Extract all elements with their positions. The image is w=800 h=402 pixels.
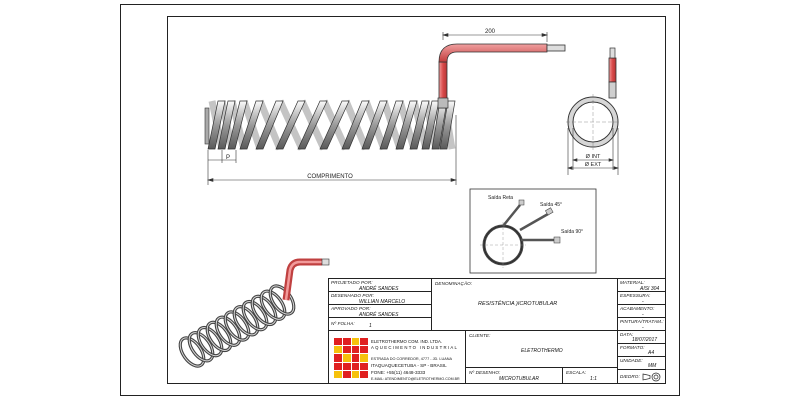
cell-projetado: PROJETADO POR: ANDRÉ SANDES: [328, 278, 432, 292]
desenho-label: Nº DESENHO:: [469, 370, 501, 375]
escala-label: ESCALA:: [566, 370, 587, 375]
cell-desenhado: DESENHADO POR: WILLIAN MARCELO: [328, 291, 432, 305]
denominacao-label: DENOMINAÇÃO:: [435, 281, 473, 286]
coil-isometric-view: [178, 284, 296, 368]
unidade-label: UNIDADE:: [620, 358, 643, 363]
cell-denominacao: DENOMINAÇÃO: RESISTÊNCIA )ICROTUBULAR: [431, 278, 618, 331]
acabamento-value: -: [642, 312, 644, 318]
company-tagline: AQUECIMENTO INDUSTRIAL: [371, 345, 459, 350]
unidade-value: MM: [648, 363, 657, 369]
diedro-label: DIEDRO:: [620, 374, 640, 379]
title-block: PROJETADO POR: ANDRÉ SANDES DESENHADO PO…: [328, 278, 666, 384]
cell-escala: ESCALA: 1:1: [562, 367, 618, 384]
aprovado-value: ANDRÉ SANDES: [359, 312, 399, 318]
formato-value: A4: [648, 350, 655, 356]
dimension-200-label: 200: [485, 29, 496, 35]
company-phone: FONE: +55(11) 4648-3333: [371, 370, 426, 375]
cell-acabamento: ACABAMENTO: -: [617, 304, 666, 318]
data-value: 18/07/2017: [632, 337, 658, 343]
desenhado-value: WILLIAN MARCELO: [359, 299, 406, 305]
cliente-value: ELETROTHERMO: [521, 348, 563, 354]
desenhado-label: DESENHADO POR:: [331, 293, 375, 298]
projetado-label: PROJETADO POR:: [331, 280, 373, 285]
detail-outlet-variants: [480, 199, 561, 268]
formato-label: FORMATO:: [620, 345, 645, 350]
cell-cliente: CLIENTE: ELETROTHERMO: [465, 330, 618, 368]
detail-saida-45: Saída 45°: [540, 202, 562, 208]
company-logo: [334, 338, 368, 378]
cell-pintura: PINTURA/TRATAM.: -: [617, 317, 666, 331]
cell-data: DATA: 18/07/2017: [617, 330, 666, 344]
pintura-value: -: [642, 325, 644, 331]
material-value: AISI 304: [640, 286, 660, 292]
aprovado-label: APROVADO POR:: [331, 306, 371, 311]
end-view-dimensions: [567, 128, 619, 175]
dimension-int-label: Ø INT: [586, 154, 601, 160]
cell-aprovado: APROVADO POR: ANDRÉ SANDES: [328, 304, 432, 318]
drawing-sheet-border: [120, 4, 680, 396]
company-name: ELETROTHERMO COM. IND. LTDA.: [371, 339, 443, 344]
espessura-value: -: [642, 299, 644, 305]
cell-material: MATERIAL: AISI 304: [617, 278, 666, 292]
isometric-lead: [282, 258, 330, 301]
company-email: E-MAIL: ATENDIMENTO@ELETROTHERMO.COM.BR: [371, 377, 460, 381]
folha-value: 1: [369, 323, 372, 329]
cell-espessura: ESPESSURA: -: [617, 291, 666, 305]
dimension-pitch-label: P: [226, 155, 230, 161]
coil-side-view: [204, 99, 456, 151]
cell-company: ELETROTHERMO COM. IND. LTDA. AQUECIMENTO…: [328, 330, 466, 384]
cell-diedro: DIEDRO:: [617, 369, 666, 384]
denominacao-value: RESISTÊNCIA )ICROTUBULAR: [478, 301, 558, 307]
company-address: ESTRADA DO CORREDOR, 4777 - JD. LUANA: [371, 357, 453, 361]
coil-end-view: [566, 47, 620, 150]
pintura-label: PINTURA/TRATAM.:: [620, 319, 664, 324]
cell-formato: FORMATO: A4: [617, 343, 666, 357]
cell-folha: Nº FOLHA: 1: [328, 317, 432, 331]
cell-unidade: UNIDADE: MM: [617, 356, 666, 370]
dimension-ext-label: Ø EXT: [585, 162, 602, 168]
cell-desenho: Nº DESENHO: MICROTUBULAR: [465, 367, 563, 384]
acabamento-label: ACABAMENTO:: [620, 306, 655, 311]
projetado-value: ANDRÉ SANDES: [359, 286, 399, 292]
folha-label: Nº FOLHA:: [331, 321, 355, 326]
dimension-lines: [206, 115, 458, 185]
material-label: MATERIAL:: [620, 280, 645, 285]
dimension-200: [441, 32, 549, 42]
detail-saida-reta: Saída Reta: [488, 195, 513, 201]
first-angle-projection-icon: [642, 372, 661, 382]
company-city: ITAQUAQUECETUBA - SP - BRASIL: [371, 363, 447, 368]
espessura-label: ESPESSURA:: [620, 293, 651, 298]
escala-value: 1:1: [590, 376, 597, 382]
coil-lead: [437, 43, 566, 109]
data-label: DATA:: [620, 332, 634, 337]
desenho-value: MICROTUBULAR: [499, 376, 540, 382]
dimension-comprimento-label: COMPRIMENTO: [307, 174, 353, 180]
cliente-label: CLIENTE:: [469, 333, 491, 338]
detail-saida-90: Saída 90°: [561, 229, 583, 235]
